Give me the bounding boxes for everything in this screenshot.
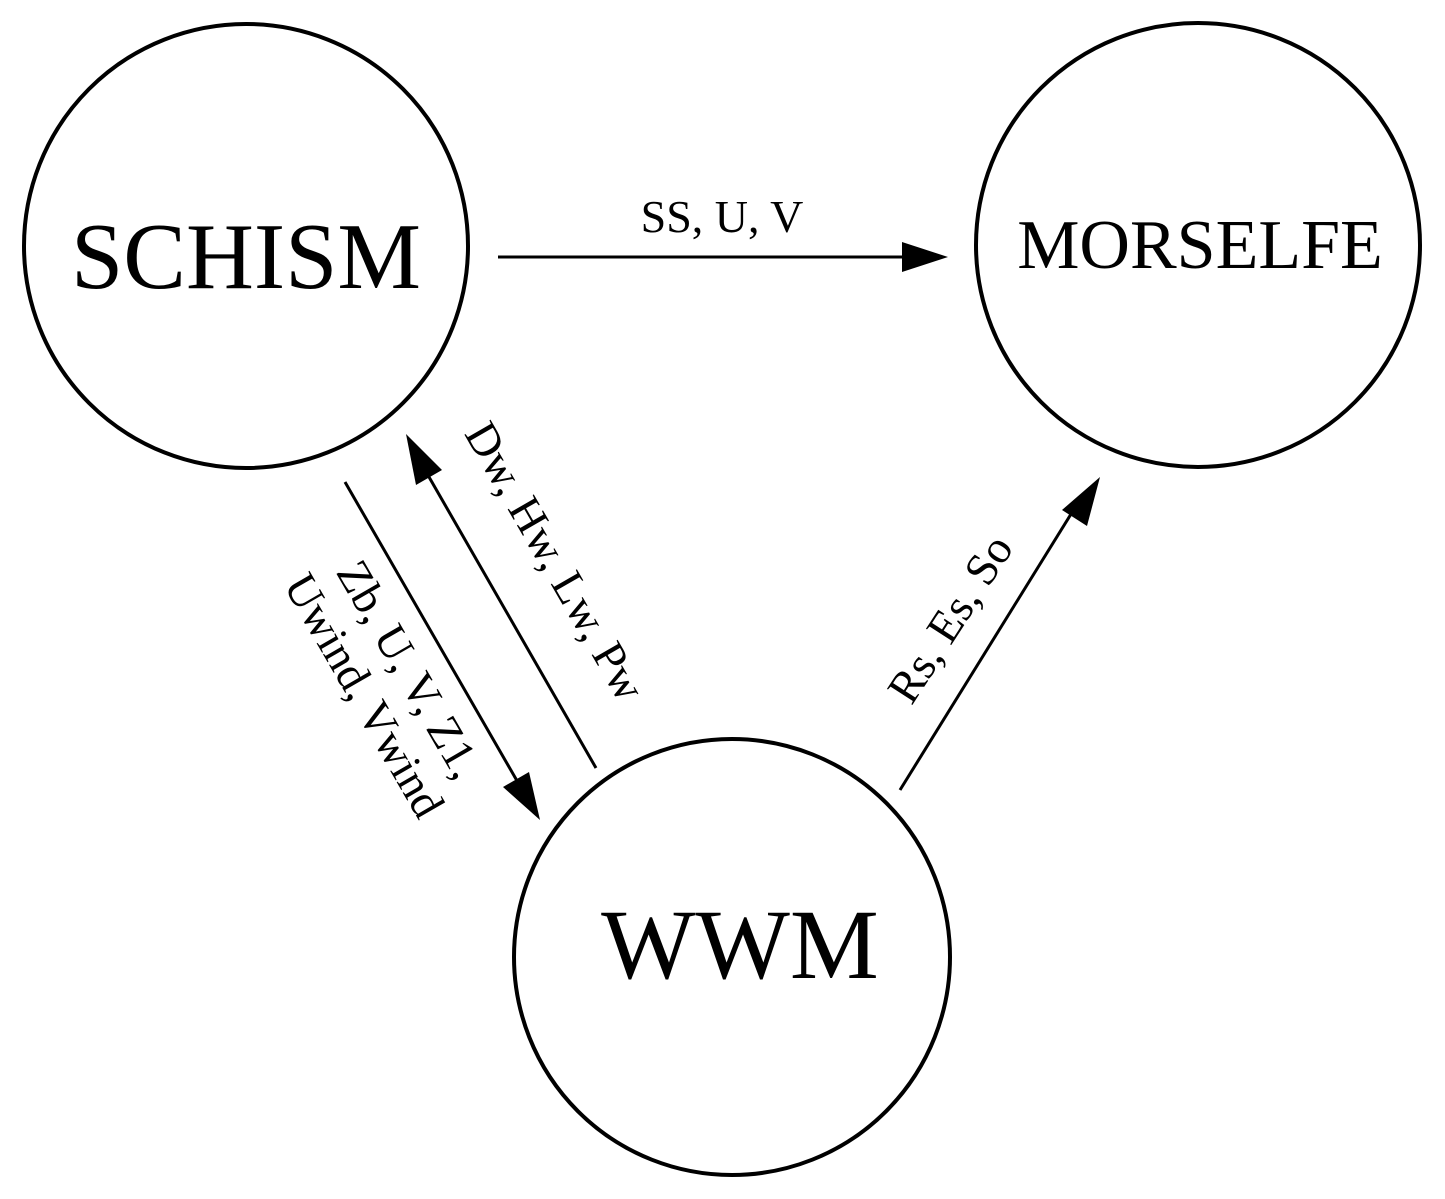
node-schism: SCHISM [22, 22, 470, 470]
wwm-label: WWM [601, 889, 879, 1000]
schism-circle [22, 22, 470, 470]
node-wwm: WWM [512, 737, 952, 1177]
arrow-head [1062, 477, 1100, 526]
edge-label-rs-es-so: Rs, Es, So [877, 525, 1023, 711]
edge-wwm-to-morselfe: Rs, Es, So [877, 477, 1100, 791]
edge-label-ss-u-v: SS, U, V [641, 191, 804, 242]
arrow-head [902, 242, 948, 272]
node-morselfe: MORSELFE [974, 21, 1422, 469]
wwm-circle [512, 737, 952, 1177]
edge-schism-to-wwm: Zb, U, V, Z1, Uwind, Vwind [274, 481, 540, 826]
edge-line [423, 469, 598, 769]
edge-schism-to-morselfe: SS, U, V [498, 191, 948, 272]
arrow-head [503, 772, 540, 820]
schism-label: SCHISM [71, 205, 421, 309]
edge-label-dw-hw-lw-pw: Dw, Hw, Lw, Pw [455, 413, 656, 710]
arrow-head [406, 434, 442, 485]
edge-line [343, 481, 522, 787]
morselfe-circle [974, 21, 1422, 469]
edge-line [898, 505, 1078, 791]
morselfe-label: MORSELFE [1017, 207, 1383, 284]
